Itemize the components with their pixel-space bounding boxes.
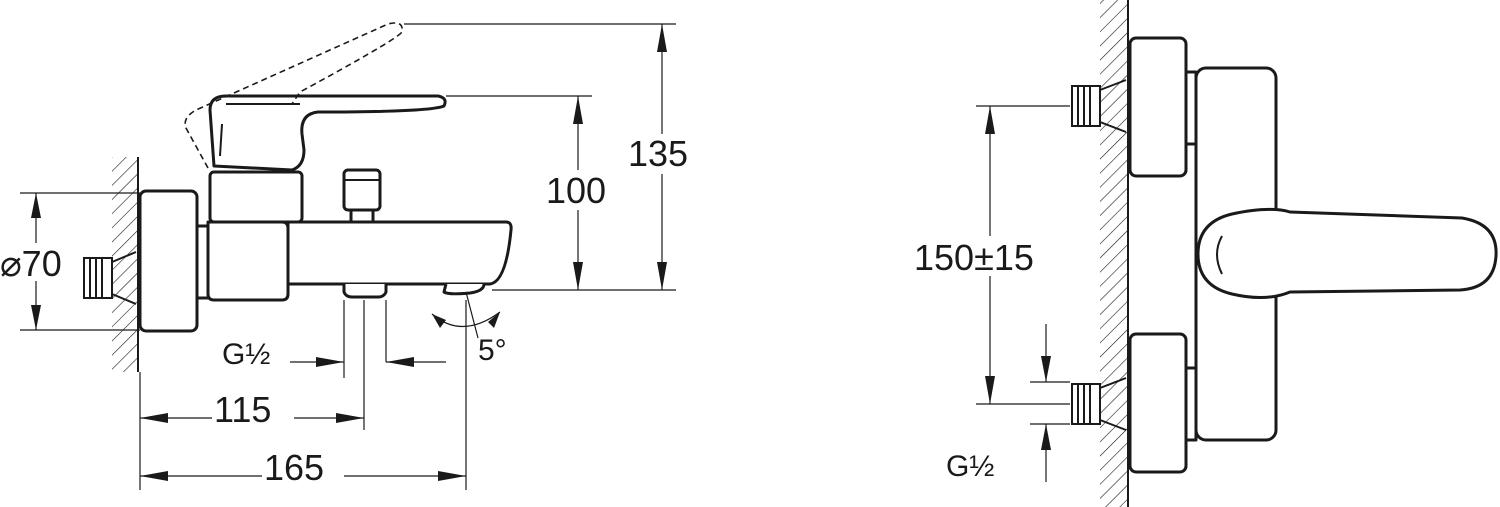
wall-hatch-left: [112, 157, 138, 372]
pipe-connector-lower: [1071, 377, 1127, 431]
aerator-left: [342, 284, 388, 299]
label-height-total: 135: [628, 133, 688, 174]
lever-front: [1196, 207, 1498, 299]
wall-hatch-right: [1100, 0, 1128, 507]
label-tilt-angle: 5°: [478, 334, 507, 367]
dim-diameter: ⌀70: [0, 192, 140, 331]
side-view: [83, 22, 513, 372]
front-view: [1071, 0, 1498, 507]
dim-outlet-thread: G½: [222, 300, 446, 378]
label-centres: 150±15: [914, 237, 1034, 278]
mixer-body: [206, 220, 290, 302]
dim-height-100: 100: [446, 95, 676, 291]
label-length-115: 115: [214, 389, 271, 430]
dim-centres: 150±15: [912, 105, 1070, 405]
label-connection-left: G½: [222, 338, 270, 371]
flange-lower: [1128, 332, 1188, 474]
pipe-connector-upper: [1071, 79, 1127, 133]
dim-length-115: 115: [139, 300, 365, 490]
aerator-right: [442, 283, 486, 296]
label-height-outlet: 100: [546, 170, 606, 211]
label-length-165: 165: [264, 447, 324, 488]
spout: [286, 220, 513, 286]
dim-tilt-angle: 5°: [431, 291, 507, 367]
dim-inlet-thread: G½: [946, 324, 1070, 483]
diverter-knob: [342, 168, 382, 224]
lever-handle: [208, 94, 447, 172]
wall-flange: [138, 189, 199, 333]
cartridge-housing: [208, 170, 304, 224]
pipe-connector-left: [83, 251, 137, 305]
dim-length-165: 165: [140, 300, 467, 490]
dim-height-135: 135: [404, 23, 698, 290]
label-diameter: ⌀70: [0, 243, 62, 284]
label-connection-right: G½: [946, 450, 994, 483]
lever-handle-raised: [184, 22, 404, 169]
flange-upper: [1128, 36, 1188, 178]
